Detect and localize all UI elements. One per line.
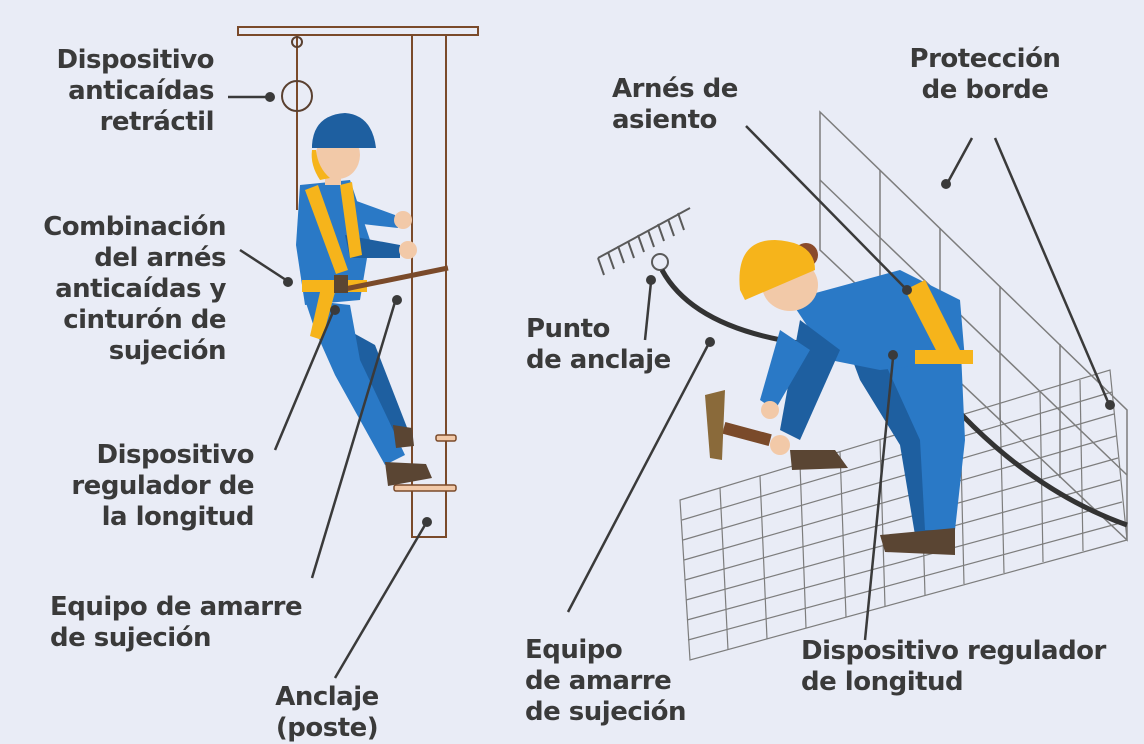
label-harness-belt-combination: Combinación del arnés anticaídas y cintu…: [43, 212, 226, 366]
label-seat-harness: Arnés de asiento: [612, 74, 738, 135]
left-scene: [228, 26, 479, 679]
label-positioning-lanyard-right: Equipo de amarre de sujeción: [525, 635, 687, 727]
anchor-pole: [411, 34, 447, 538]
mesh-floor: [679, 369, 1128, 661]
label-anchor-pole: Anclaje (poste): [275, 682, 379, 743]
right-scene: [566, 110, 1128, 661]
label-positioning-lanyard-left: Equipo de amarre de sujeción: [50, 592, 303, 653]
label-length-regulator-right: Dispositivo regulador de longitud: [801, 636, 1106, 697]
left-worker: [296, 113, 449, 486]
right-worker: [705, 240, 973, 555]
left-leaders: [228, 92, 432, 679]
pole-step-upper: [435, 434, 457, 442]
top-beam: [237, 26, 479, 36]
label-retractile-fall-arrester: Dispositivo anticaídas retráctil: [56, 45, 215, 137]
pole-step-lower: [393, 484, 457, 492]
anchor-point: [597, 207, 691, 276]
right-leaders: [566, 125, 1115, 641]
label-anchor-point: Punto de anclaje: [526, 314, 671, 375]
retractable-device: [281, 80, 313, 112]
cable-hook: [291, 36, 303, 48]
label-length-regulator-left: Dispositivo regulador de la longitud: [71, 440, 254, 532]
label-edge-protection: Protección de borde: [909, 44, 1061, 105]
